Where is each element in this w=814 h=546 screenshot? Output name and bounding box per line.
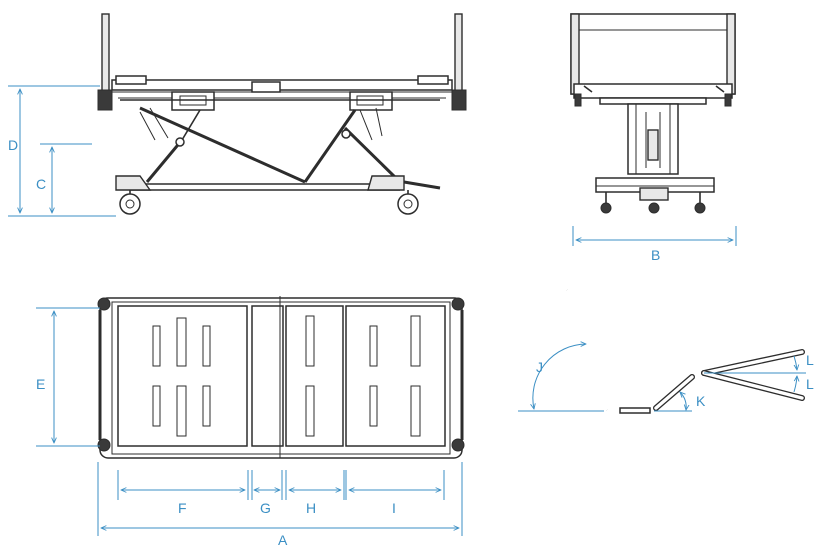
- deck-platform: [111, 79, 453, 91]
- dim-label-i: I: [392, 500, 396, 516]
- foot-bumper: [451, 89, 467, 111]
- dim-label-b: B: [651, 247, 660, 263]
- castor-wheel: [600, 202, 612, 214]
- angle-label-l-top: L: [806, 352, 814, 368]
- dim-label-e: E: [36, 376, 45, 392]
- brake-pedal: [403, 180, 441, 190]
- angle-label-l-bottom: L: [806, 376, 814, 392]
- scissor-arm-left: [139, 106, 306, 184]
- end-view: [570, 13, 736, 214]
- head-actuator-box: [171, 91, 215, 111]
- top-view: [97, 296, 465, 459]
- headboard-post: [101, 13, 110, 103]
- side-view-dimensions: [8, 85, 116, 217]
- seat-segment: [619, 407, 651, 414]
- dim-label-g: G: [260, 500, 271, 516]
- angle-schematic: [565, 289, 805, 414]
- footboard-post: [454, 13, 463, 103]
- end-view-dimensions: [572, 226, 737, 246]
- side-view: [97, 13, 467, 215]
- castor-wheel: [119, 193, 141, 215]
- top-view-dimensions: [36, 307, 463, 536]
- dim-label-a: A: [278, 532, 288, 546]
- dim-label-d: D: [8, 137, 18, 153]
- angle-dimensions: [518, 344, 806, 412]
- dim-label-f: F: [178, 500, 187, 516]
- scissor-arm-right: [303, 109, 357, 183]
- deck-section-back: [117, 305, 248, 447]
- angle-label-k: K: [696, 393, 706, 409]
- dim-label-h: H: [306, 500, 316, 516]
- head-bumper: [97, 89, 113, 111]
- end-board: [570, 13, 736, 95]
- castor-wheel: [397, 193, 419, 215]
- angle-label-j: J: [536, 359, 543, 375]
- deck-section-seat: [251, 305, 284, 447]
- dim-label-c: C: [36, 176, 46, 192]
- castor-wheel: [694, 202, 706, 214]
- base-frame: [130, 183, 400, 191]
- foot-actuator-box: [349, 91, 393, 111]
- deck-section-leg: [345, 305, 446, 447]
